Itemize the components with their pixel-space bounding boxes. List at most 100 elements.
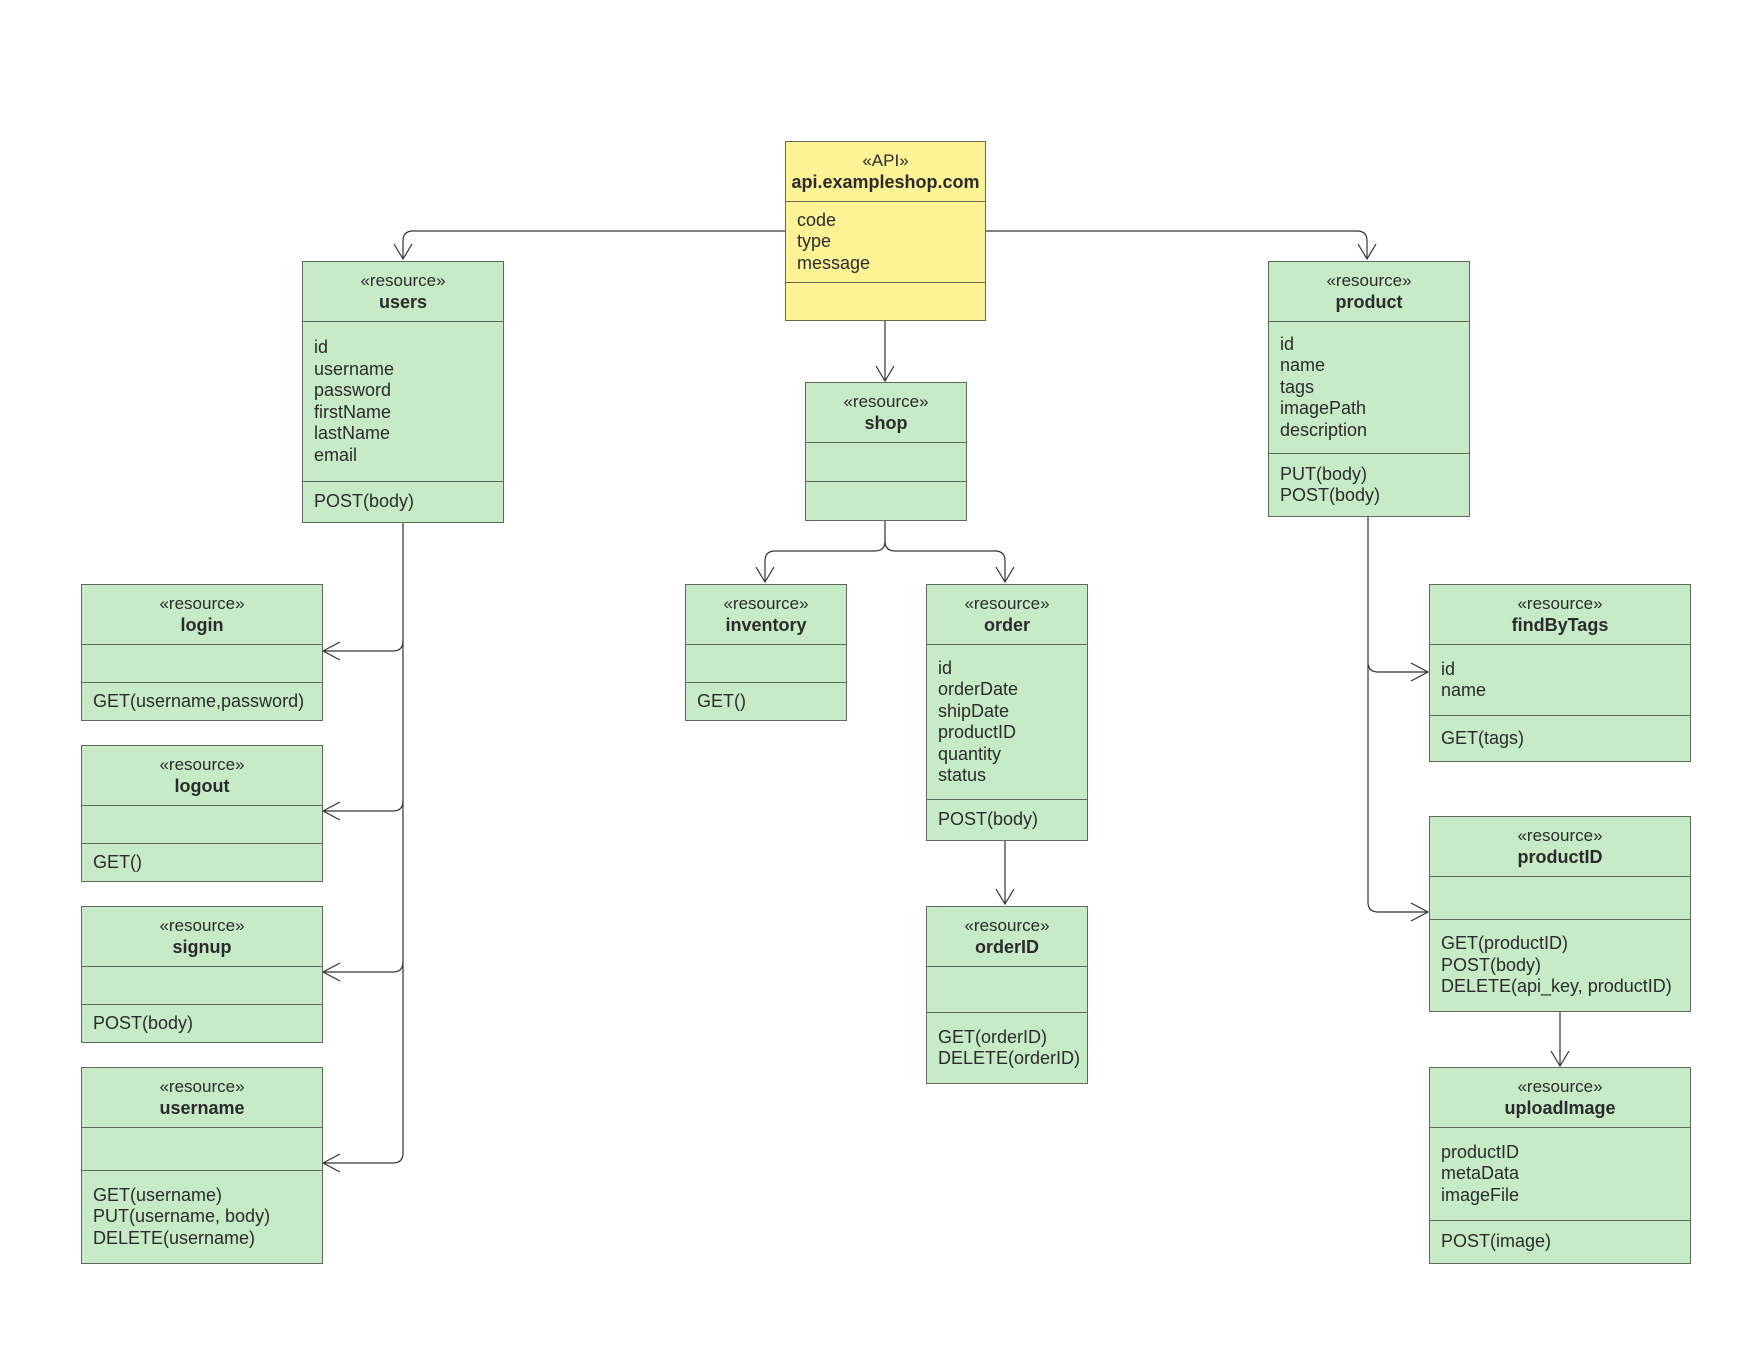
stereotype-label: «resource» [1326, 271, 1412, 290]
class-name: orderID [974, 937, 1039, 957]
resource-findbytags[interactable]: «resource» findByTags id name GET(tags) [1429, 584, 1691, 762]
stereotype-label: «resource» [723, 594, 809, 613]
attribute-item: quantity [938, 743, 1002, 764]
resource-shop[interactable]: «resource» shop [805, 382, 967, 521]
class-name: shop [864, 413, 908, 433]
operations-section: GET(username,password) [82, 683, 322, 720]
resource-login[interactable]: «resource» login GET(username,password) [81, 584, 323, 721]
operation-item: GET(productID) [1441, 933, 1569, 954]
class-header: «resource» shop [806, 383, 966, 443]
operation-item: POST(body) [93, 1012, 194, 1033]
attribute-item: message [797, 252, 871, 273]
connector-users-logout [323, 800, 404, 812]
resource-logout[interactable]: «resource» logout GET() [81, 745, 323, 882]
attribute-item: productID [1441, 1141, 1520, 1162]
operations-section: POST(body) [303, 482, 503, 522]
attributes-section [82, 806, 322, 844]
operations-section: POST(body) [927, 800, 1087, 840]
resource-inventory[interactable]: «resource» inventory GET() [685, 584, 847, 721]
operation-item: POST(body) [938, 809, 1039, 830]
attribute-item: email [314, 444, 358, 465]
attribute-item: lastName [314, 423, 391, 443]
attribute-item: username [314, 358, 395, 379]
arrowhead-signup [321, 962, 341, 982]
class-name: inventory [725, 615, 807, 635]
attribute-item: id [1441, 658, 1456, 679]
attribute-item: imageFile [1441, 1184, 1520, 1205]
class-header: «resource» users [303, 262, 503, 322]
class-name: signup [172, 937, 232, 957]
class-header: «resource» product [1269, 262, 1469, 322]
class-header: «resource» uploadImage [1430, 1068, 1690, 1128]
stereotype-label: «resource» [1517, 1077, 1603, 1096]
class-name: uploadImage [1504, 1098, 1616, 1118]
resource-orderid[interactable]: «resource» orderID GET(orderID) DELETE(o… [926, 906, 1088, 1084]
attribute-item: password [314, 380, 392, 400]
attributes-section: productID metaData imageFile [1430, 1128, 1690, 1221]
attribute-item: description [1280, 419, 1368, 440]
resource-signup[interactable]: «resource» signup POST(body) [81, 906, 323, 1043]
class-header: «resource» login [82, 585, 322, 645]
operation-item: GET(username,password) [93, 690, 305, 711]
class-header: «resource» findByTags [1430, 585, 1690, 645]
attributes-section [82, 967, 322, 1005]
operations-section: GET(productID) POST(body) DELETE(api_key… [1430, 920, 1690, 1011]
connector-api-product [985, 230, 1368, 259]
api-root-class[interactable]: «API» api.exampleshop.com code type mess… [785, 141, 986, 321]
arrowhead-login [321, 641, 341, 661]
attribute-item: metaData [1441, 1163, 1520, 1184]
attributes-section [806, 443, 966, 482]
stereotype-label: «resource» [1517, 826, 1603, 845]
attribute-item: imagePath [1280, 398, 1367, 419]
operation-item: GET(tags) [1441, 727, 1525, 748]
operation-item: GET(username) [93, 1184, 223, 1205]
resource-uploadimage[interactable]: «resource» uploadImage productID metaDat… [1429, 1067, 1691, 1264]
arrowhead-orderid [995, 888, 1015, 906]
stereotype-label: «resource» [964, 594, 1050, 613]
operation-item: POST(image) [1441, 1231, 1552, 1252]
class-header: «resource» productID [1430, 817, 1690, 877]
resource-product[interactable]: «resource» product id name tags imagePat… [1268, 261, 1470, 517]
connector-users-signup [323, 961, 404, 973]
resource-users[interactable]: «resource» users id username password fi… [302, 261, 504, 523]
operations-section: GET(tags) [1430, 716, 1690, 761]
class-name: findByTags [1511, 615, 1609, 635]
arrowhead-product [1357, 243, 1377, 261]
operation-item: GET(orderID) [938, 1026, 1048, 1047]
operation-item: POST(body) [1441, 954, 1542, 975]
class-name: productID [1517, 847, 1603, 867]
connector-users-login [323, 640, 404, 652]
class-header: «resource» orderID [927, 907, 1087, 967]
resource-order[interactable]: «resource» order id orderDate shipDate p… [926, 584, 1088, 841]
attribute-item: name [1441, 680, 1487, 700]
operations-section: POST(image) [1430, 1221, 1690, 1263]
attribute-item: orderDate [938, 679, 1019, 699]
operation-item: GET() [93, 851, 142, 872]
attributes-section [82, 645, 322, 683]
arrowhead-productid [1410, 902, 1430, 922]
attributes-section [927, 967, 1087, 1013]
stereotype-label: «resource» [1517, 594, 1603, 613]
resource-username[interactable]: «resource» username GET(username) PUT(us… [81, 1067, 323, 1264]
attribute-item: id [938, 657, 953, 678]
arrowhead-shop [875, 365, 895, 383]
stereotype-label: «resource» [159, 1077, 245, 1096]
class-name: api.exampleshop.com [791, 172, 980, 192]
connector-users-trunk [323, 521, 404, 1164]
operation-item: DELETE(username) [93, 1227, 256, 1248]
operation-item: DELETE(api_key, productID) [1441, 976, 1672, 997]
operation-item: POST(body) [314, 491, 415, 512]
class-header: «resource» signup [82, 907, 322, 967]
class-name: product [1335, 292, 1403, 312]
operations-section: GET() [82, 844, 322, 881]
resource-productid[interactable]: «resource» productID GET(productID) POST… [1429, 816, 1691, 1012]
class-header: «resource» inventory [686, 585, 846, 645]
attribute-item: firstName [314, 401, 392, 422]
class-header: «resource» logout [82, 746, 322, 806]
attributes-section [82, 1128, 322, 1171]
operations-section: POST(body) [82, 1005, 322, 1042]
class-name: users [378, 292, 428, 312]
arrowhead-users [393, 243, 413, 261]
attribute-item: type [797, 231, 832, 252]
